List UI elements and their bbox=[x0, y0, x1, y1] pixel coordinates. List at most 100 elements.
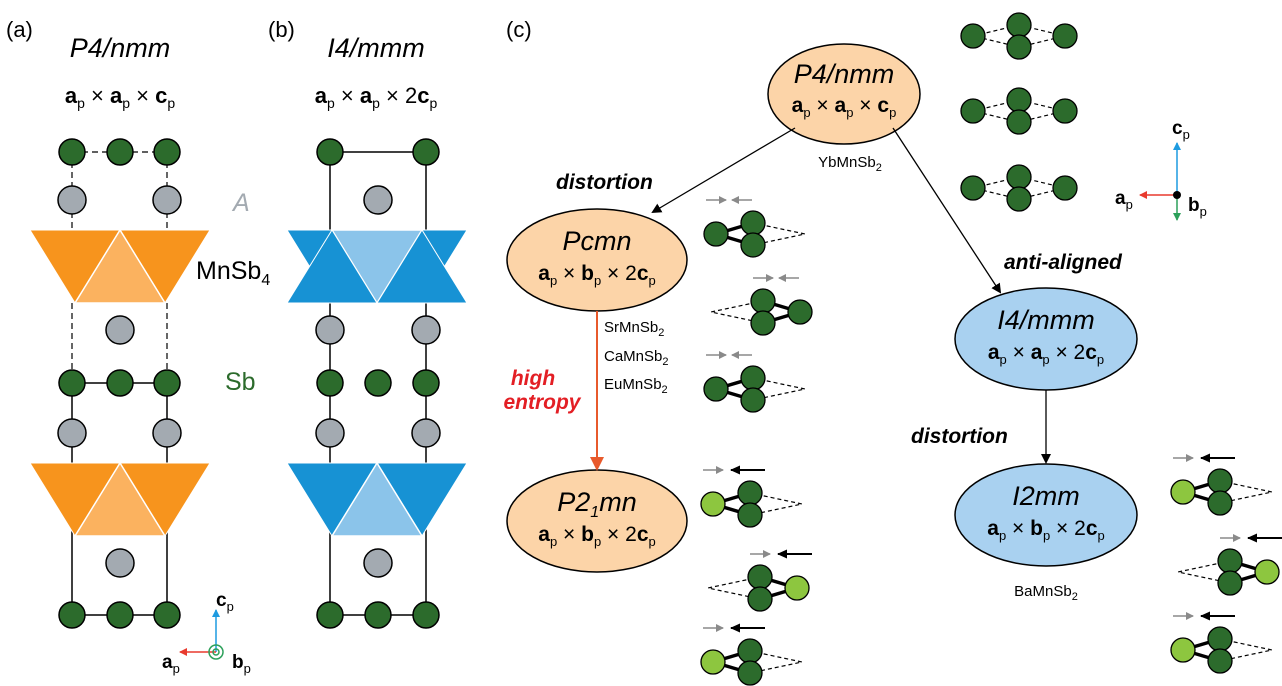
label-srmnsb2: SrMnSb2 bbox=[604, 319, 664, 339]
axis-a-label: ap bbox=[1115, 188, 1133, 212]
label-high: high bbox=[511, 367, 555, 390]
label-sb: Sb bbox=[225, 368, 256, 396]
sb-atom bbox=[1170, 479, 1196, 505]
a-site-atom bbox=[105, 548, 135, 578]
label-anti-aligned: anti-aligned bbox=[1004, 251, 1123, 274]
sb-atom bbox=[747, 586, 773, 612]
sb-atom bbox=[1207, 490, 1233, 516]
sb-atom bbox=[1207, 468, 1233, 494]
sb-atom bbox=[750, 310, 776, 336]
sb-atom bbox=[703, 376, 729, 402]
axis-c-label: cp bbox=[1172, 118, 1190, 142]
panel-label-a: (a) bbox=[6, 17, 33, 42]
sb-atom bbox=[1217, 548, 1243, 574]
sb-atom bbox=[1052, 23, 1078, 49]
panel-label-b: (b) bbox=[268, 17, 295, 42]
sb-atom bbox=[1006, 164, 1032, 190]
node-p4nmm-cell: ap × ap × cp bbox=[792, 94, 897, 120]
label-ybmnsb2: YbMnSb2 bbox=[818, 154, 882, 174]
bond-dashed bbox=[1219, 638, 1273, 662]
sb-atom bbox=[106, 369, 134, 397]
sb-atom bbox=[316, 601, 344, 629]
label-mnsb4: MnSb4 bbox=[196, 257, 270, 289]
mnsb4-polyhedron-face bbox=[73, 228, 167, 304]
sb-atom bbox=[740, 232, 766, 258]
node-i2mm bbox=[954, 463, 1138, 567]
a-site-atom bbox=[315, 418, 345, 448]
panel-b: I4/mmm ap × ap × 2cp bbox=[286, 33, 468, 629]
sb-atom bbox=[747, 564, 773, 590]
sb-atom bbox=[58, 601, 86, 629]
sb-atom bbox=[700, 491, 726, 517]
axis-b-dot bbox=[212, 648, 220, 656]
sb-atom bbox=[1006, 109, 1032, 135]
sb-atom bbox=[960, 98, 986, 124]
panel-a-space-group: P4/nmm bbox=[70, 33, 171, 63]
a-site-atom bbox=[152, 185, 182, 215]
panel-a-cell: ap × ap × cp bbox=[65, 83, 176, 111]
arrow-to-pcmn bbox=[651, 127, 796, 214]
node-i4mmm-sg: I4/mmm bbox=[997, 305, 1095, 335]
sb-atom bbox=[750, 288, 776, 314]
node-i2mm-cell: ap × bp × 2cp bbox=[987, 517, 1104, 543]
node-p4nmm-sg: P4/nmm bbox=[794, 59, 895, 89]
sb-atom bbox=[1006, 87, 1032, 113]
label-a-site: A bbox=[231, 189, 250, 217]
label-eumnsb2: EuMnSb2 bbox=[604, 376, 668, 396]
sb-atom bbox=[153, 138, 181, 166]
arrow-to-i4mmm bbox=[892, 127, 1002, 294]
a-site-atom bbox=[363, 185, 393, 215]
axis-b-label: bp bbox=[1188, 195, 1207, 219]
sb-atom bbox=[1207, 626, 1233, 652]
bond-dashed bbox=[752, 222, 806, 246]
sb-atom bbox=[960, 175, 986, 201]
mnsb4-polyhedron bbox=[286, 229, 378, 304]
axis-b-out-of-plane-icon bbox=[208, 644, 224, 660]
sb-atom bbox=[153, 601, 181, 629]
sb-atom bbox=[737, 502, 763, 528]
a-site-atom bbox=[57, 185, 87, 215]
a-site-atom bbox=[105, 315, 135, 345]
label-bamnsb2: BaMnSb2 bbox=[1014, 583, 1078, 603]
sb-atom bbox=[364, 369, 392, 397]
sb-atom bbox=[412, 138, 440, 166]
mnsb4-polyhedron-face bbox=[73, 461, 167, 537]
axis-b-label: bp bbox=[232, 652, 251, 676]
sb-atom bbox=[412, 369, 440, 397]
axis-a-label: ap bbox=[162, 652, 180, 676]
mnsb4-polyhedron-face bbox=[330, 461, 424, 537]
node-i2mm-sg: I2mm bbox=[1012, 481, 1080, 511]
label-camnsb2: CaMnSb2 bbox=[604, 348, 668, 368]
node-p21mn-cell: ap × bp × 2cp bbox=[538, 523, 655, 549]
panel-b-space-group: I4/mmm bbox=[327, 33, 425, 63]
node-i4mmm-cell: ap × ap × 2cp bbox=[988, 341, 1104, 367]
sb-atom bbox=[1207, 648, 1233, 674]
sb-atom bbox=[1052, 98, 1078, 124]
a-site-atom bbox=[57, 418, 87, 448]
bond-dashed bbox=[710, 300, 764, 324]
node-i4mmm bbox=[954, 287, 1138, 391]
sb-atom bbox=[58, 369, 86, 397]
sb-atom bbox=[412, 601, 440, 629]
sb-atom bbox=[316, 138, 344, 166]
node-pcmn bbox=[506, 208, 688, 312]
sb-atom bbox=[1006, 12, 1032, 38]
sb-atom bbox=[740, 210, 766, 236]
sb-atom bbox=[787, 299, 813, 325]
bond-dashed bbox=[707, 576, 761, 600]
label-entropy: entropy bbox=[503, 391, 581, 414]
panel-label-c: (c) bbox=[506, 17, 532, 42]
node-p21mn-sg: P21mn bbox=[557, 487, 636, 521]
sb-atom bbox=[316, 369, 344, 397]
axis-c-label: cp bbox=[216, 590, 234, 614]
panel-b-cell: ap × ap × 2cp bbox=[315, 83, 438, 111]
sb-atom bbox=[153, 369, 181, 397]
a-site-atom bbox=[363, 548, 393, 578]
sb-atom bbox=[58, 138, 86, 166]
sb-atom bbox=[737, 660, 763, 686]
sb-atom bbox=[960, 23, 986, 49]
node-p21mn bbox=[506, 469, 688, 573]
bond-dashed bbox=[749, 650, 803, 674]
sb-atom bbox=[1254, 559, 1280, 585]
bond-dashed bbox=[752, 377, 806, 401]
